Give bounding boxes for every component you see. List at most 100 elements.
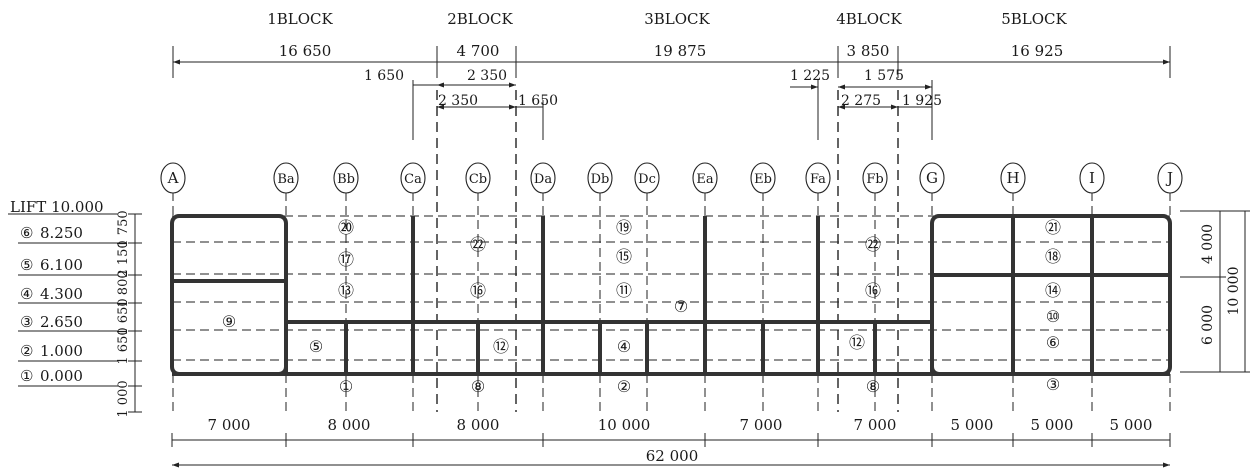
lift-num-1: ① xyxy=(339,377,353,396)
grid-bubble-g xyxy=(919,162,945,194)
grid-bubble-bb xyxy=(333,162,359,194)
lift-num-2: ② xyxy=(617,377,631,396)
span-ea-fa: 7 000 xyxy=(740,416,783,434)
block-dimension-line xyxy=(172,46,1171,78)
lift-num-20: ⑳ xyxy=(338,218,354,237)
gap-1650-a: 1 650 xyxy=(116,298,131,335)
span-i-j: 5 000 xyxy=(1110,416,1153,434)
block-1-width: 16 650 xyxy=(279,42,332,60)
level-3-label: 2.650 xyxy=(40,313,83,331)
grid-label-db: Db xyxy=(591,172,610,187)
grid-bubble-h xyxy=(1000,162,1026,194)
offset-da-1650: 1 650 xyxy=(518,93,558,109)
offset-2275: 2 275 xyxy=(841,93,881,109)
grid-bubble-da xyxy=(530,162,556,194)
block-2-label: 2BLOCK xyxy=(447,10,513,28)
grid-label-i: I xyxy=(1089,169,1095,187)
structure-outline xyxy=(170,214,1172,376)
span-g-h: 5 000 xyxy=(951,416,994,434)
level-4-num: ④ xyxy=(20,285,33,303)
grid-label-cb: Cb xyxy=(469,172,487,187)
span-a-ba: 7 000 xyxy=(208,416,251,434)
lift-num-21: ㉑ xyxy=(1045,218,1061,237)
span-h-i: 5 000 xyxy=(1031,416,1074,434)
span-ba-ca: 8 000 xyxy=(328,416,371,434)
right-dim-10000: 10 000 xyxy=(1226,267,1242,316)
grid-bubble-eb xyxy=(750,162,776,194)
level-1-label: 0.000 xyxy=(40,367,83,385)
grid-label-ca: Ca xyxy=(404,172,422,187)
offset-2350-top: 2 350 xyxy=(467,68,507,84)
gap-1800: 1 800 xyxy=(116,270,131,307)
block-2-width: 4 700 xyxy=(457,42,500,60)
lift-num-16b: ⑯ xyxy=(865,281,881,300)
grid-label-h: H xyxy=(1006,169,1019,187)
right-dim-6000: 6 000 xyxy=(1200,305,1216,345)
level-3-num: ③ xyxy=(20,313,33,331)
level-2-num: ② xyxy=(20,342,33,360)
grid-label-eb: Eb xyxy=(754,172,772,187)
lift-num-11: ⑪ xyxy=(616,281,632,300)
gap-1750: 1 750 xyxy=(116,210,131,247)
block-3-width: 19 875 xyxy=(654,42,707,60)
gap-2150: 2 150 xyxy=(116,240,131,277)
grid-bubble-j xyxy=(1157,162,1183,194)
lift-num-12b: ⑫ xyxy=(849,333,865,352)
lift-num-10: ⑩ xyxy=(1046,307,1060,326)
block-4-label: 4BLOCK xyxy=(836,10,902,28)
offset-fa-1225: 1 225 xyxy=(790,68,830,84)
lift-num-5: ⑤ xyxy=(309,337,323,356)
right-dim-4000: 4 000 xyxy=(1200,224,1216,264)
grid-bubble-db xyxy=(587,162,613,194)
span-fa-g: 7 000 xyxy=(854,416,897,434)
level-lift-label: LIFT 10.000 xyxy=(10,198,104,216)
lift-num-12a: ⑫ xyxy=(493,337,509,356)
gap-1000: 1 000 xyxy=(116,380,131,417)
grid-bubble-dc xyxy=(634,162,660,194)
grid-label-j: J xyxy=(1165,169,1173,187)
level-6-label: 8.250 xyxy=(40,224,83,242)
grid-label-ea: Ea xyxy=(696,172,713,187)
level-1-num: ① xyxy=(20,367,33,385)
grid-label-ba: Ba xyxy=(277,172,295,187)
grid-label-bb: Bb xyxy=(337,172,355,187)
grid-bubble-fa xyxy=(805,162,831,194)
offset-1575: 1 575 xyxy=(864,68,904,84)
block-4-width: 3 850 xyxy=(847,42,890,60)
lift-num-9: ⑨ xyxy=(222,312,236,331)
block-5-width: 16 925 xyxy=(1011,42,1064,60)
offset-ca-1650: 1 650 xyxy=(364,68,404,84)
grid-label-fa: Fa xyxy=(810,172,826,187)
span-da-ea: 10 000 xyxy=(598,416,651,434)
lift-num-7: ⑦ xyxy=(674,297,688,316)
grid-line-fb: Fb xyxy=(862,162,888,412)
lift-num-6: ⑥ xyxy=(1046,333,1060,352)
right-dimension-lines xyxy=(1180,210,1250,373)
lift-num-3: ③ xyxy=(1046,375,1060,394)
level-5-num: ⑤ xyxy=(20,256,33,274)
grid-label-fb: Fb xyxy=(866,172,883,187)
grid-label-da: Da xyxy=(534,172,552,187)
offset-dimension-lines xyxy=(412,80,933,140)
grid-bubble-cb xyxy=(465,162,491,194)
lift-num-13: ⑬ xyxy=(338,281,354,300)
grid-bubble-ba xyxy=(273,162,299,194)
grid-label-g: G xyxy=(926,169,938,187)
lift-num-4: ④ xyxy=(617,337,631,356)
grid-bubble-fb xyxy=(862,162,888,194)
offset-2350-lower: 2 350 xyxy=(438,93,478,109)
grid-label-dc: Dc xyxy=(638,172,656,187)
lift-num-8b: ⑧ xyxy=(866,377,880,396)
offset-1925: 1 925 xyxy=(902,93,942,109)
level-4-label: 4.300 xyxy=(40,285,83,303)
lift-num-15: ⑮ xyxy=(616,247,632,266)
span-ca-da: 8 000 xyxy=(457,416,500,434)
total-length: 62 000 xyxy=(646,447,699,465)
lift-num-16a: ⑯ xyxy=(470,281,486,300)
grid-bubble-i xyxy=(1079,162,1105,194)
block-split-lines xyxy=(436,90,899,412)
level-2-label: 1.000 xyxy=(40,342,83,360)
level-gap-dimension xyxy=(128,213,142,413)
lift-num-22b: ㉒ xyxy=(865,235,881,254)
grid-bubble-ca xyxy=(400,162,426,194)
